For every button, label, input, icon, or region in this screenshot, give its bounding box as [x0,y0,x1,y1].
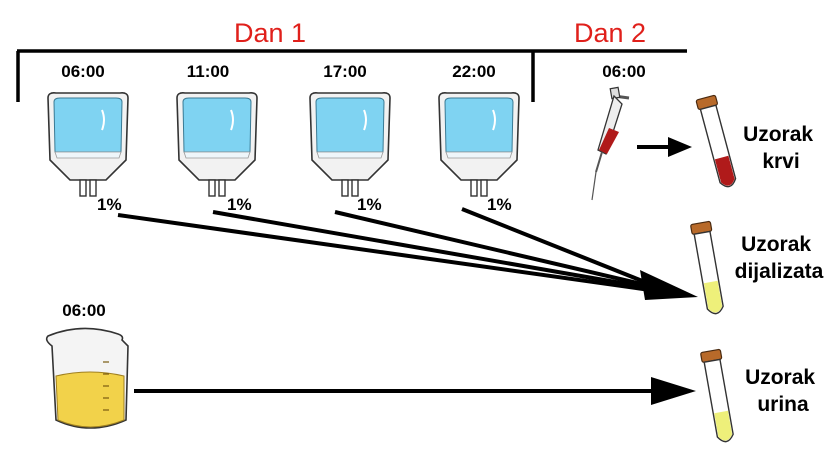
time-label-bag-2: 11:00 [187,62,230,81]
blood-tube-icon [695,94,737,188]
urine-sample-label: Uzorak urina [745,366,821,416]
dialysate-sample-line2: dijalizata [735,260,824,283]
timeline-bracket [16,49,687,102]
blood-sample-line2: krvi [762,150,799,173]
arrow-syringe-to-blood [637,137,692,157]
arrow-bag-3-to-dialysate [334,210,651,288]
percent-label-bag-2: 1% [227,195,252,214]
arrow-bag-1-to-dialysate [117,213,651,292]
day2-label: Dan 2 [574,18,646,48]
arrow-bag-4-to-dialysate [461,207,651,286]
dialysate-sample-label: Uzorak dijalizata [735,233,824,283]
time-label-urine: 06:00 [62,301,105,320]
dialysis-bag-2-icon [176,92,258,197]
day1-label: Dan 1 [234,18,306,48]
arrow-urine-to-tube [134,377,696,405]
blood-sample-line1: Uzorak [743,123,813,146]
urine-beaker-icon [45,327,129,429]
dialysis-bag-4-icon [438,92,520,197]
dialysate-sample-line1: Uzorak [741,233,811,256]
dialysis-bag-3-icon [309,92,391,197]
percent-label-bag-1: 1% [97,195,122,214]
time-label-bag-4: 22:00 [452,62,495,81]
dialysate-arrowhead-icon [640,270,698,300]
percent-label-bag-3: 1% [357,195,382,214]
dialysate-tube-icon [690,220,724,315]
percent-label-bag-4: 1% [487,195,512,214]
dialysis-bag-1-icon [47,92,129,197]
time-label-bag-3: 17:00 [323,62,366,81]
urine-sample-line2: urina [757,393,809,416]
syringe-icon [591,86,630,201]
time-label-syringe: 06:00 [602,62,645,81]
arrow-bag-2-to-dialysate [212,210,651,290]
dialysate-arrows [117,207,651,292]
urine-tube-icon [700,348,734,443]
urine-sample-line1: Uzorak [745,366,815,389]
blood-sample-label: Uzorak krvi [743,123,819,173]
time-label-bag-1: 06:00 [61,62,104,81]
